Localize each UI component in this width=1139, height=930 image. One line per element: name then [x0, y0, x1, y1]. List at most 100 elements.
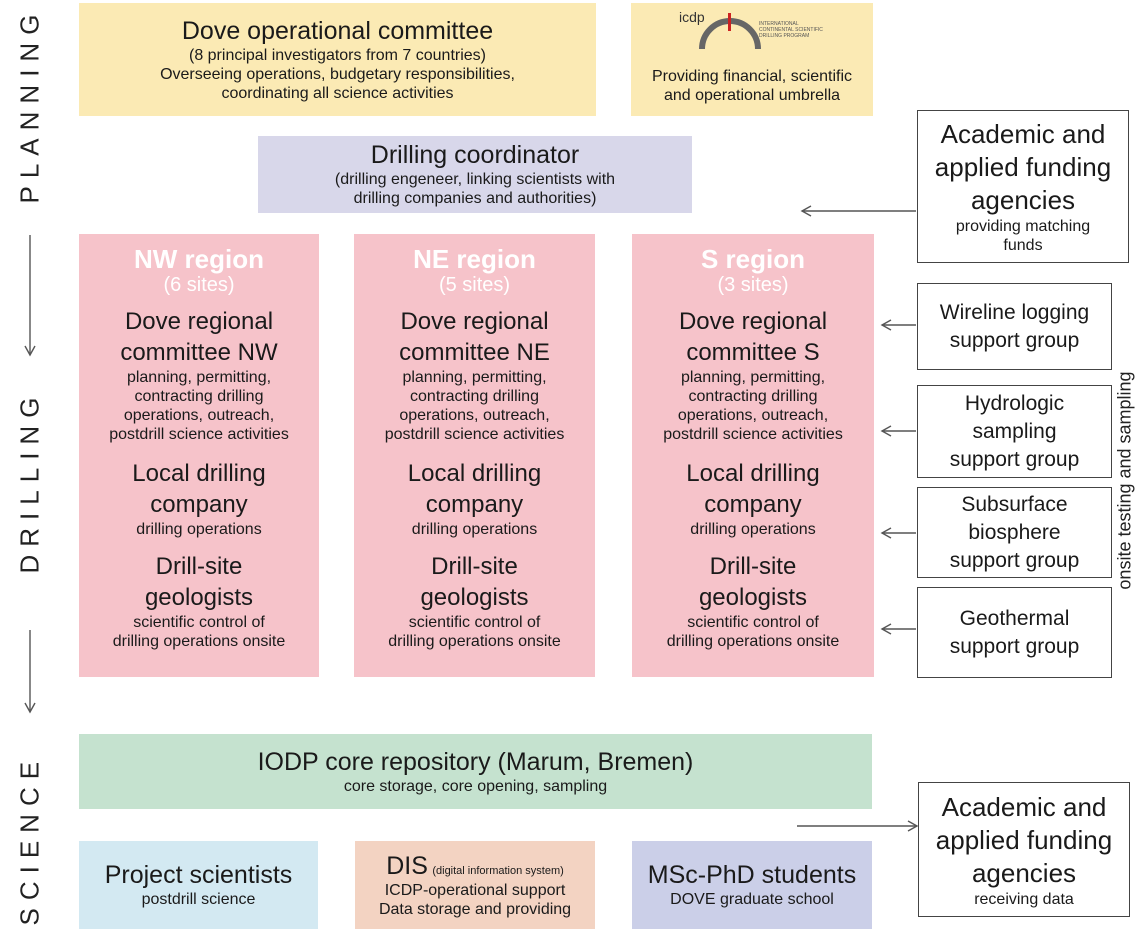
region-ne-company2: company — [425, 491, 524, 518]
region-nw-committee1: Dove regional — [124, 308, 274, 335]
region-s-company1: Local drilling — [686, 460, 820, 487]
biosphere-line3: support group — [949, 548, 1080, 572]
dis-box: DIS (digital information system) ICDP-op… — [355, 841, 595, 929]
region-s-geodesc1: scientific control of — [687, 614, 819, 631]
region-nw-cdesc4: postdrill science activities — [109, 426, 289, 443]
wireline-support-box: Wireline logging support group — [917, 283, 1112, 370]
operational-committee-line2: Overseeing operations, budgetary respons… — [160, 65, 515, 83]
dis-title-row: DIS (digital information system) — [386, 852, 564, 881]
icdp-logo-line2: CONTINENTAL SCIENTIFIC — [759, 27, 823, 33]
region-ne-company1: Local drilling — [407, 460, 542, 487]
region-ne-committee2: committee NE — [399, 339, 550, 366]
wireline-line2: support group — [949, 328, 1080, 352]
region-s-cdesc4: postdrill science activities — [663, 426, 843, 443]
region-s-sites: (3 sites) — [717, 274, 789, 296]
icdp-logo-line1: INTERNATIONAL — [759, 21, 799, 27]
icdp-box: icdp INTERNATIONAL CONTINENTAL SCIENTIFI… — [631, 3, 873, 116]
geothermal-line1: Geothermal — [959, 606, 1070, 630]
students-title: MSc-PhD students — [647, 861, 857, 889]
icdp-line2: and operational umbrella — [663, 87, 841, 104]
funding-bottom-sub: receiving data — [974, 890, 1074, 908]
funding-top-sub2: funds — [1003, 237, 1043, 254]
wireline-line1: Wireline logging — [939, 300, 1090, 324]
funding-bottom-line1: Academic and — [941, 791, 1107, 822]
core-repository-title: IODP core repository (Marum, Bremen) — [257, 747, 694, 776]
drilling-coordinator-line1: (drilling engeneer, linking scientists w… — [334, 171, 616, 188]
students-box: MSc-PhD students DOVE graduate school — [632, 841, 872, 929]
region-nw-committee2: committee NW — [120, 339, 278, 366]
region-s-geo1: Drill-site — [709, 553, 797, 580]
region-nw-name: NW region — [134, 244, 264, 274]
region-s-cdesc2: contracting drilling — [688, 388, 818, 405]
region-ne-sites: (5 sites) — [438, 274, 511, 296]
funding-top-sub1: providing matching — [955, 218, 1091, 235]
core-repository-desc: core storage, core opening, sampling — [343, 777, 608, 795]
hydrologic-line3: support group — [949, 447, 1080, 471]
region-nw-sites: (6 sites) — [163, 274, 235, 296]
biosphere-line1: Subsurface — [961, 492, 1068, 516]
geothermal-line2: support group — [949, 634, 1080, 658]
region-nw-company-desc: drilling operations — [136, 521, 262, 538]
dis-title-small: (digital information system) — [432, 864, 564, 877]
icdp-logo: icdp INTERNATIONAL CONTINENTAL SCIENTIFI… — [657, 7, 847, 57]
operational-committee-line3: coordinating all science activities — [221, 84, 454, 102]
region-ne-name: NE region — [413, 244, 536, 274]
dis-title: DIS — [386, 851, 428, 880]
region-s-name: S region — [700, 244, 805, 274]
region-ne-cdesc1: planning, permitting, — [402, 369, 547, 386]
region-nw-company1: Local drilling — [132, 460, 266, 487]
region-ne-cdesc4: postdrill science activities — [384, 426, 565, 443]
region-ne-geo2: geologists — [420, 584, 529, 611]
drilling-coordinator-line2: drilling companies and authorities) — [353, 190, 597, 207]
region-ne-cdesc3: operations, outreach, — [399, 407, 550, 424]
region-s-company-desc: drilling operations — [690, 521, 816, 538]
drilling-coordinator-box: Drilling coordinator (drilling engeneer,… — [258, 136, 692, 213]
region-nw-company2: company — [150, 491, 248, 518]
region-ne-geodesc1: scientific control of — [408, 614, 541, 631]
funding-top-line2: applied funding — [934, 152, 1112, 182]
students-desc: DOVE graduate school — [670, 891, 834, 908]
funding-bottom-line3: agencies — [971, 857, 1077, 888]
funding-top-line1: Academic and — [940, 119, 1106, 149]
funding-agencies-bottom-box: Academic and applied funding agencies re… — [918, 782, 1130, 917]
region-s-geodesc2: drilling operations onsite — [666, 633, 840, 650]
icdp-logo-text: icdp — [679, 9, 705, 25]
operational-committee-title: Dove operational committee — [181, 16, 494, 45]
biosphere-support-box: Subsurface biosphere support group — [917, 487, 1112, 578]
onsite-testing-label: onsite testing and sampling — [1114, 371, 1135, 590]
hydrologic-support-box: Hydrologic sampling support group — [917, 385, 1112, 478]
region-s-geo2: geologists — [698, 584, 808, 611]
region-s-box: S region (3 sites) Dove regional committ… — [632, 234, 874, 677]
core-repository-box: IODP core repository (Marum, Bremen) cor… — [79, 734, 872, 809]
hydrologic-line2: sampling — [972, 419, 1057, 443]
project-scientists-title: Project scientists — [104, 861, 293, 889]
region-nw-cdesc2: contracting drilling — [134, 388, 264, 405]
region-s-cdesc3: operations, outreach, — [677, 407, 829, 424]
drilling-coordinator-title: Drilling coordinator — [370, 141, 580, 169]
funding-top-line3: agencies — [970, 185, 1076, 215]
biosphere-line2: biosphere — [968, 520, 1061, 544]
region-s-cdesc1: planning, permitting, — [680, 369, 826, 386]
region-nw-geodesc1: scientific control of — [133, 614, 265, 631]
funding-agencies-top-box: Academic and applied funding agencies pr… — [917, 110, 1129, 263]
icdp-logo-graphic — [699, 13, 761, 50]
region-ne-company-desc: drilling operations — [411, 521, 538, 538]
geothermal-support-box: Geothermal support group — [917, 587, 1112, 678]
project-scientists-box: Project scientists postdrill science — [79, 841, 318, 929]
region-nw-cdesc1: planning, permitting, — [126, 369, 272, 386]
icdp-logo-line3: DRILLING PROGRAM — [759, 33, 810, 39]
region-ne-geo1: Drill-site — [431, 553, 518, 580]
hydrologic-line1: Hydrologic — [964, 391, 1065, 415]
region-nw-cdesc3: operations, outreach, — [123, 407, 275, 424]
operational-committee-box: Dove operational committee (8 principal … — [79, 3, 596, 116]
region-nw-geodesc2: drilling operations onsite — [112, 633, 286, 650]
dis-line2: Data storage and providing — [378, 900, 572, 918]
funding-bottom-line2: applied funding — [935, 824, 1113, 855]
region-nw-geo1: Drill-site — [155, 553, 243, 580]
operational-committee-line1: (8 principal investigators from 7 countr… — [188, 46, 486, 64]
region-s-company2: company — [704, 491, 802, 518]
region-ne-committee1: Dove regional — [400, 308, 549, 335]
region-nw-geo2: geologists — [144, 584, 254, 611]
region-s-committee1: Dove regional — [678, 308, 828, 335]
